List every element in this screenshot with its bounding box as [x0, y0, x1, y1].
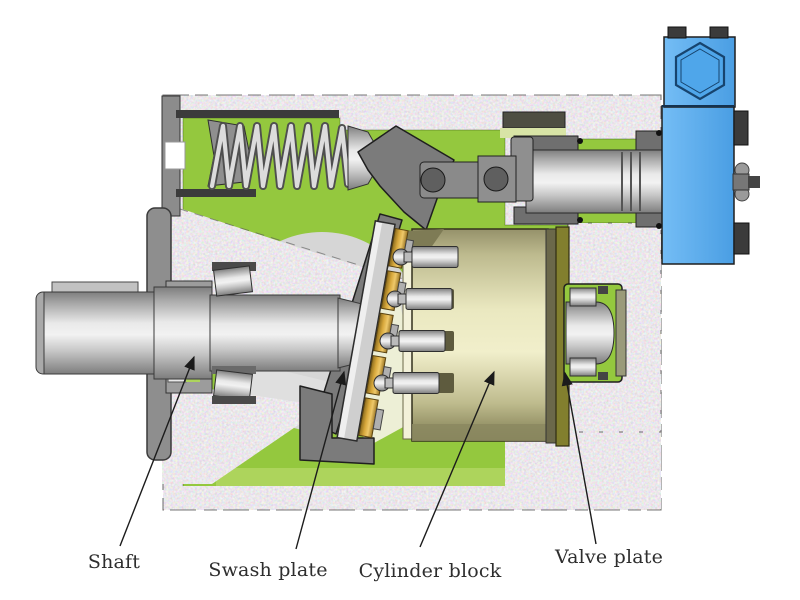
- floor-highlight: [216, 468, 560, 488]
- swash-plate-leader-line: [295, 370, 347, 550]
- shaft-bearing-front: [212, 262, 256, 404]
- spring-anchor: [164, 141, 186, 170]
- spring-rail-top: [176, 110, 339, 118]
- block-tab: [667, 26, 687, 39]
- bearing-roller: [569, 357, 597, 377]
- adjuster-body: [732, 173, 750, 191]
- rear-bearing-assembly: [563, 283, 627, 383]
- label-swash-plate: Swash plate: [208, 559, 328, 581]
- clevis-pin: [483, 166, 509, 192]
- block-base-shade: [412, 424, 546, 441]
- bore-upper-wall: [502, 111, 566, 129]
- label-valve-plate: Valve plate: [554, 546, 664, 568]
- shaft-mid-section: [209, 294, 341, 372]
- port-lower: [733, 222, 750, 255]
- block-tab: [709, 26, 729, 39]
- shaft-front-section: [43, 291, 161, 375]
- bearing-roller: [569, 287, 597, 307]
- label-cylinder-block: Cylinder block: [358, 560, 502, 582]
- control-valve-block: [661, 26, 760, 265]
- block-rear-rim: [545, 228, 558, 444]
- valve-plate-leader-line: [561, 371, 597, 545]
- shaft-leader-line: [119, 355, 195, 547]
- shaft-collar: [153, 286, 213, 380]
- bore-upper-liner: [500, 128, 566, 138]
- control-piston-assembly: [477, 130, 667, 229]
- label-shaft: Shaft: [87, 551, 141, 573]
- shaft: [35, 281, 363, 380]
- hex-plug: [674, 41, 726, 101]
- cylinder-block-leader-line: [419, 370, 495, 548]
- shaft-stub: [565, 301, 615, 365]
- pistons: [373, 246, 459, 394]
- spring-rail-bottom: [176, 189, 256, 197]
- bias-spring: [208, 122, 352, 190]
- port-upper: [733, 110, 749, 146]
- adjuster-tip: [748, 176, 760, 188]
- control-piston: [525, 149, 667, 214]
- link-pin: [420, 167, 446, 193]
